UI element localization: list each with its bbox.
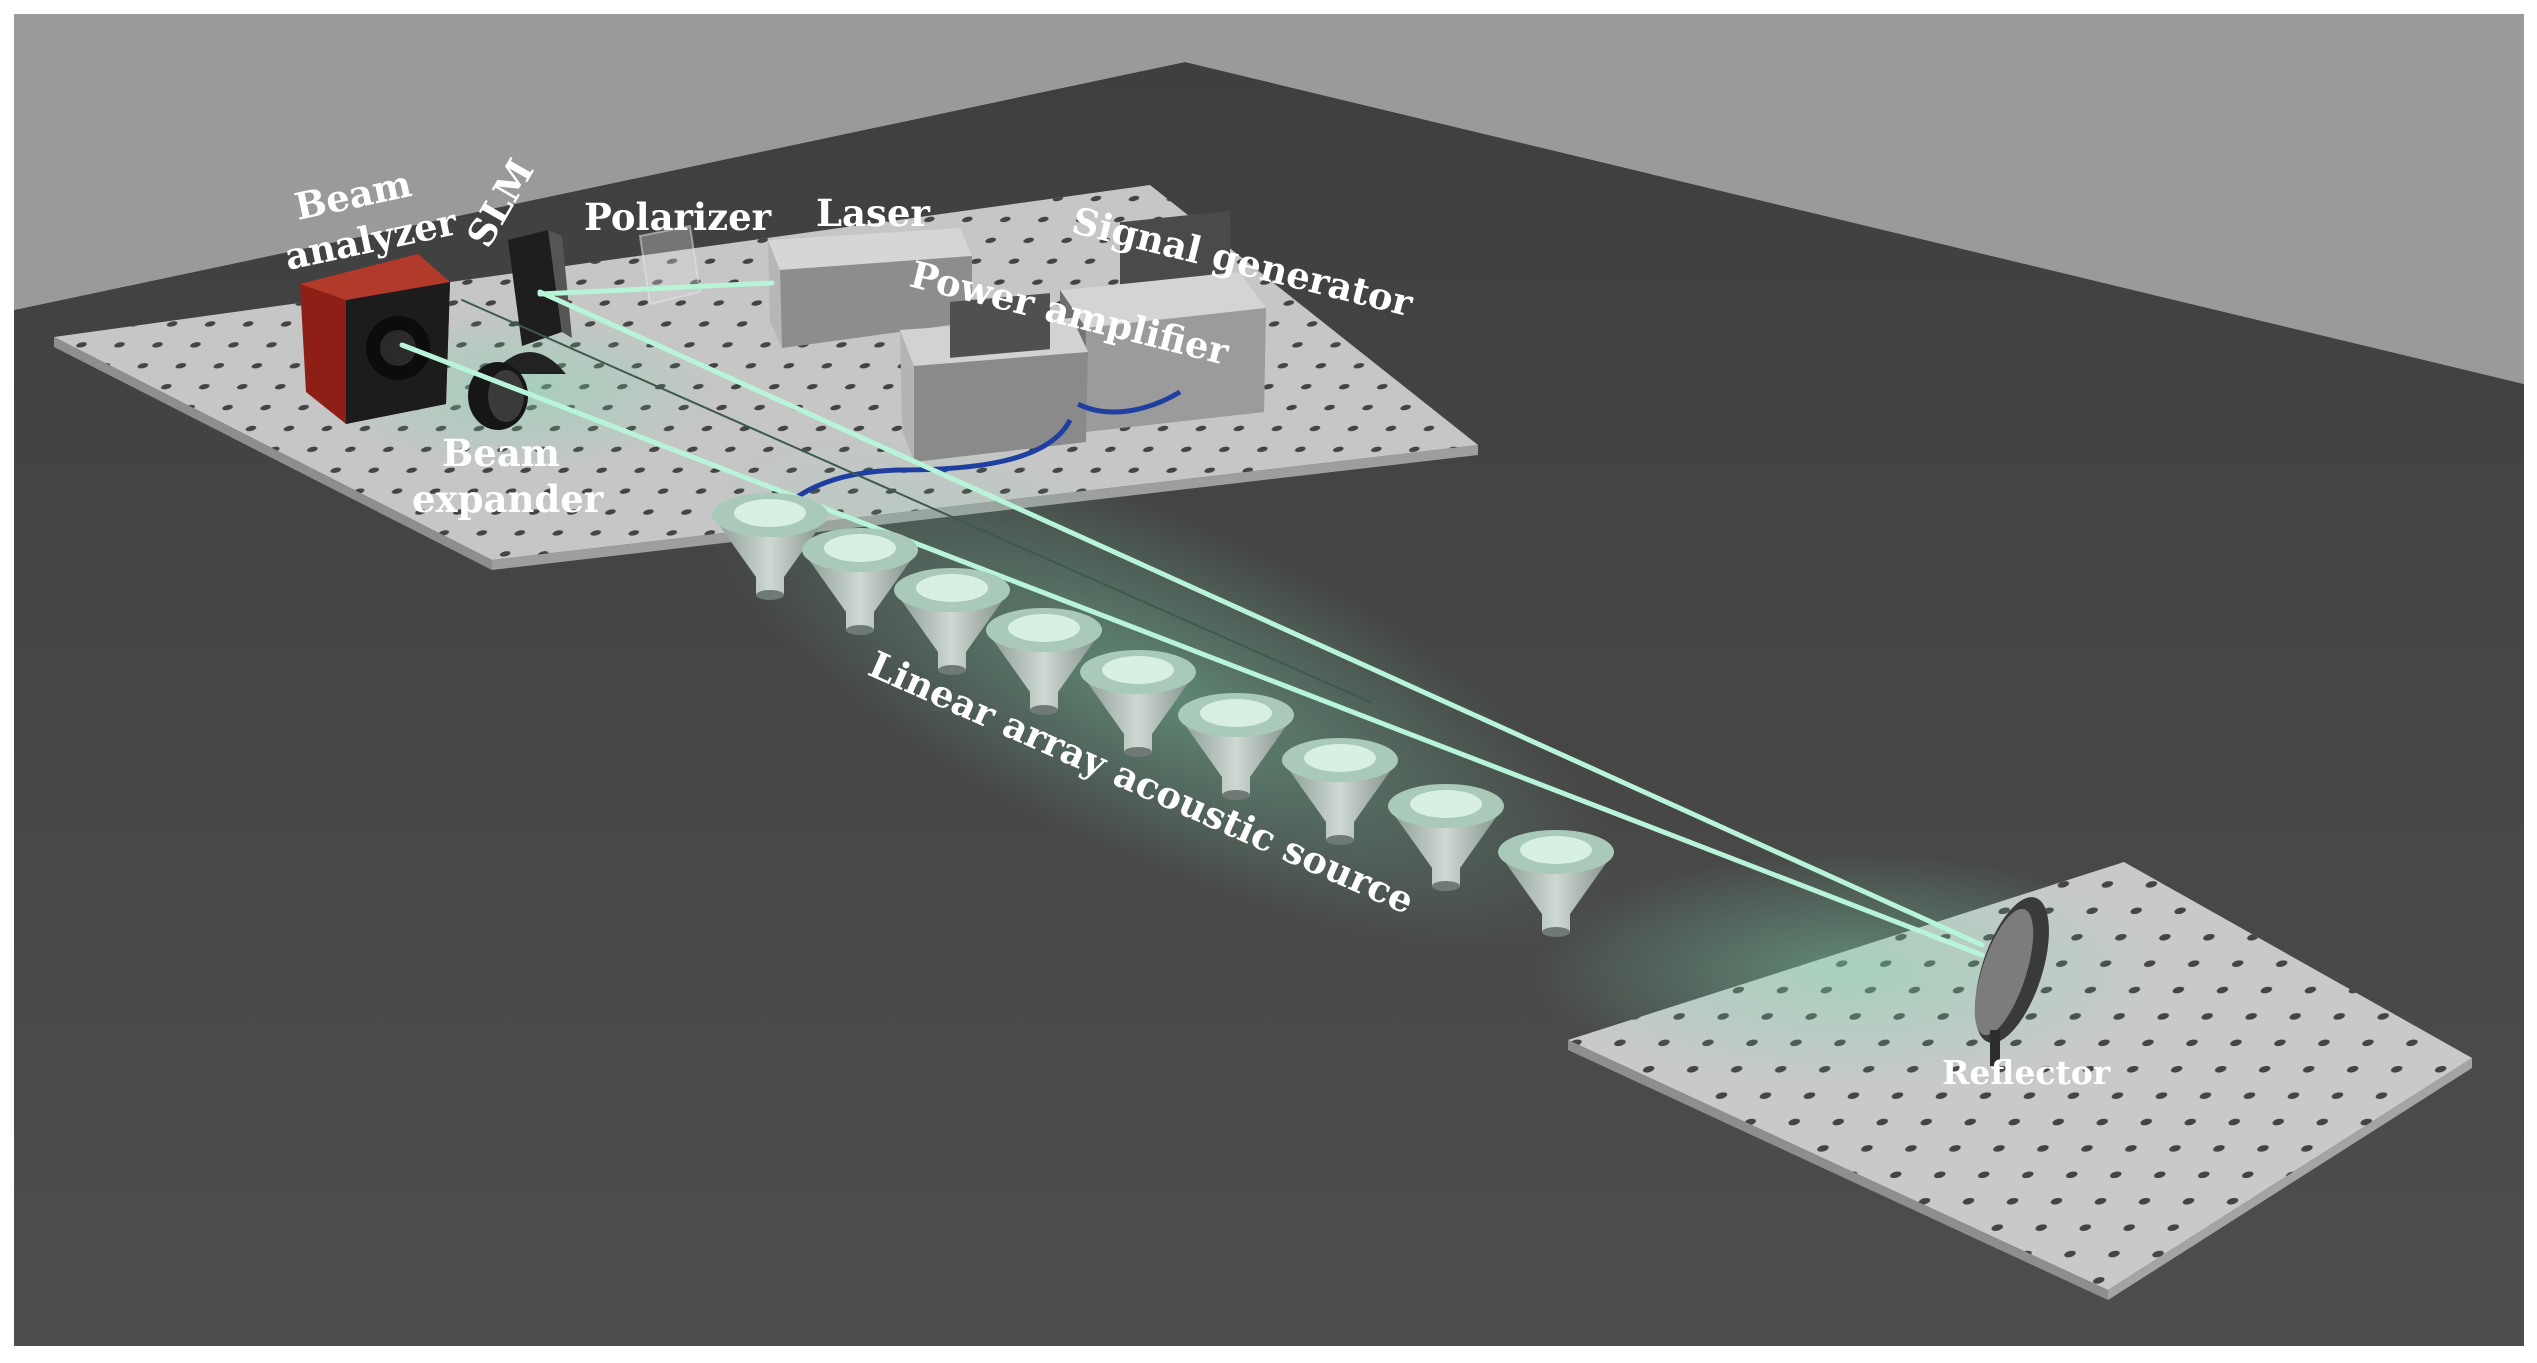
label-reflector: Reflector bbox=[1942, 1053, 2111, 1092]
label-beam-expander-line1: Beam bbox=[442, 431, 560, 475]
power-amplifier bbox=[900, 293, 1088, 462]
signal-generator bbox=[1060, 210, 1266, 432]
background-wall bbox=[14, 14, 2524, 384]
slm bbox=[492, 230, 572, 374]
laser-beams bbox=[399, 280, 1985, 958]
laser bbox=[768, 228, 972, 348]
cable-generator-to-amplifier bbox=[1076, 389, 1182, 415]
beam-analyzer bbox=[300, 254, 450, 424]
label-laser: Laser bbox=[816, 191, 930, 235]
polarizer bbox=[638, 224, 702, 306]
label-polarizer: Polarizer bbox=[584, 195, 772, 239]
label-beam-expander-line2: expander bbox=[412, 477, 604, 521]
reflector bbox=[1974, 897, 2049, 1066]
